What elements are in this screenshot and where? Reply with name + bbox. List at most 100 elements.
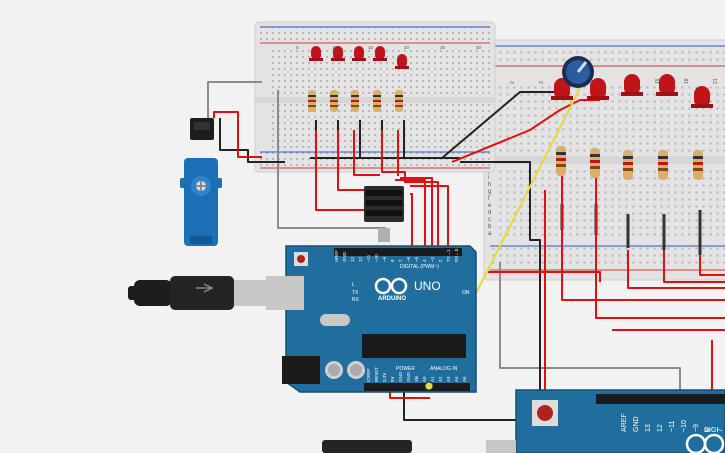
usb-cable[interactable] [128, 276, 266, 310]
led-red [587, 78, 609, 100]
wire-red-servo-vcc [213, 111, 262, 158]
row-letter: d [488, 210, 491, 216]
digital-pin-label: RX←0 [454, 248, 459, 262]
column-number: 21 [713, 78, 719, 84]
wire-gray-long [499, 262, 681, 400]
resistor [556, 146, 566, 176]
led-row-left[interactable] [309, 46, 409, 69]
resistor [395, 90, 403, 112]
digital-pin-label: ~6 [406, 256, 411, 262]
analog-header [364, 383, 470, 391]
power-analog-pin-label: A4 [454, 376, 459, 382]
usb-icon [196, 283, 214, 293]
digital-pin-label: 8 [390, 259, 395, 262]
wire-red-led1 [315, 130, 365, 211]
arduino-model: UNO [414, 279, 441, 293]
power-analog-pin-label: A2 [438, 376, 443, 382]
resistor [658, 150, 668, 180]
power-analog-pin-label: A0 [422, 376, 427, 382]
power-jack [282, 356, 320, 384]
resistor [351, 90, 359, 112]
column-number: 5 [296, 45, 299, 50]
wire-red-to-pin6 [400, 177, 433, 248]
digital-pin-label: ~11 [366, 254, 371, 262]
wire-red-to-pin4 [410, 185, 449, 248]
digital-pin-label: 2 [438, 259, 443, 262]
column-number: 25 [440, 45, 446, 50]
digital-pin-label: 13 [350, 256, 355, 262]
arduino-brand: ARDUINO [378, 296, 406, 302]
wire-black-bottom [403, 383, 540, 421]
second-pin-label: ~10 [681, 420, 688, 432]
led-red [656, 74, 678, 96]
wire-gray-servo-signal [207, 81, 262, 118]
resistor [623, 150, 633, 180]
header-connector[interactable] [364, 186, 404, 242]
column-number: 18 [684, 78, 690, 84]
row-letter: a [488, 231, 492, 237]
led-red [691, 86, 713, 108]
second-pin-label: 8 [705, 428, 712, 432]
power-analog-pin-label: A3 [446, 376, 451, 382]
column-number: 15 [655, 78, 661, 84]
row-letter: i [488, 175, 489, 181]
potentiometer[interactable] [562, 56, 594, 88]
resistor [308, 90, 316, 112]
second-pin-label: ~11 [669, 421, 676, 432]
power-label: POWER [396, 366, 415, 372]
digital-pin-label: 12 [358, 256, 363, 262]
column-number: 15 [368, 45, 374, 50]
usb-jack [266, 276, 304, 310]
row-letter: c [488, 217, 491, 223]
digital-pin-label: ~5 [414, 256, 419, 262]
power-analog-pin-label: RESET [374, 367, 379, 382]
row-letter: e [488, 203, 492, 209]
led-red[interactable] [309, 46, 323, 61]
led-row-right[interactable] [551, 74, 713, 108]
row-letter: g [488, 189, 491, 195]
breadboard-right[interactable]: jihgfedcba 236912151821 [483, 39, 725, 281]
power-analog-pin-label: IOREF [366, 368, 371, 382]
resistor-row-left[interactable] [308, 90, 403, 112]
wire-red-rail-right [488, 271, 601, 282]
led-red[interactable] [352, 46, 366, 61]
servo-motor[interactable] [180, 118, 222, 246]
column-number: 20 [404, 45, 410, 50]
wire-red-to-pin5 [404, 181, 439, 248]
power-analog-pin-label: 3.3V [382, 373, 387, 382]
second-pin-label: AREF [621, 413, 628, 432]
a0-connection [424, 381, 434, 391]
digital-pin-label: ~9 [382, 256, 387, 262]
column-number: 30 [476, 45, 482, 50]
second-pin-label: 13 [645, 424, 652, 432]
resistor-row-right[interactable] [556, 146, 703, 180]
led-red[interactable] [373, 46, 387, 61]
led-label-tx: TX [352, 290, 359, 296]
digital-pin-label: GND [342, 251, 347, 262]
second-pin-label: 7 [717, 428, 724, 432]
digital-pin-label: 7 [398, 259, 403, 262]
led-red [621, 74, 643, 96]
power-analog-pin-label: A5 [462, 376, 467, 382]
led-red[interactable] [331, 46, 345, 61]
column-number: 3 [539, 81, 545, 84]
digital-pin-label: 4 [422, 259, 427, 262]
power-analog-pin-label: Vin [414, 375, 419, 382]
row-letter: h [488, 182, 491, 188]
digital-header [334, 248, 462, 256]
led-label-rx: RX [352, 297, 360, 303]
wire-black-diagonal [441, 91, 555, 159]
arduino-uno-main[interactable]: ARDUINO UNO DIGITAL (PWM~) ANALOG IN POW… [266, 245, 477, 393]
resistor [373, 90, 381, 112]
partial-usb-bottom [322, 440, 516, 453]
atmega-chip [362, 334, 466, 358]
second-pin-label: ~9 [693, 424, 700, 432]
led-red[interactable] [395, 54, 409, 69]
wire-black-gnd-down [460, 161, 541, 410]
reset-button-second[interactable] [537, 405, 553, 421]
